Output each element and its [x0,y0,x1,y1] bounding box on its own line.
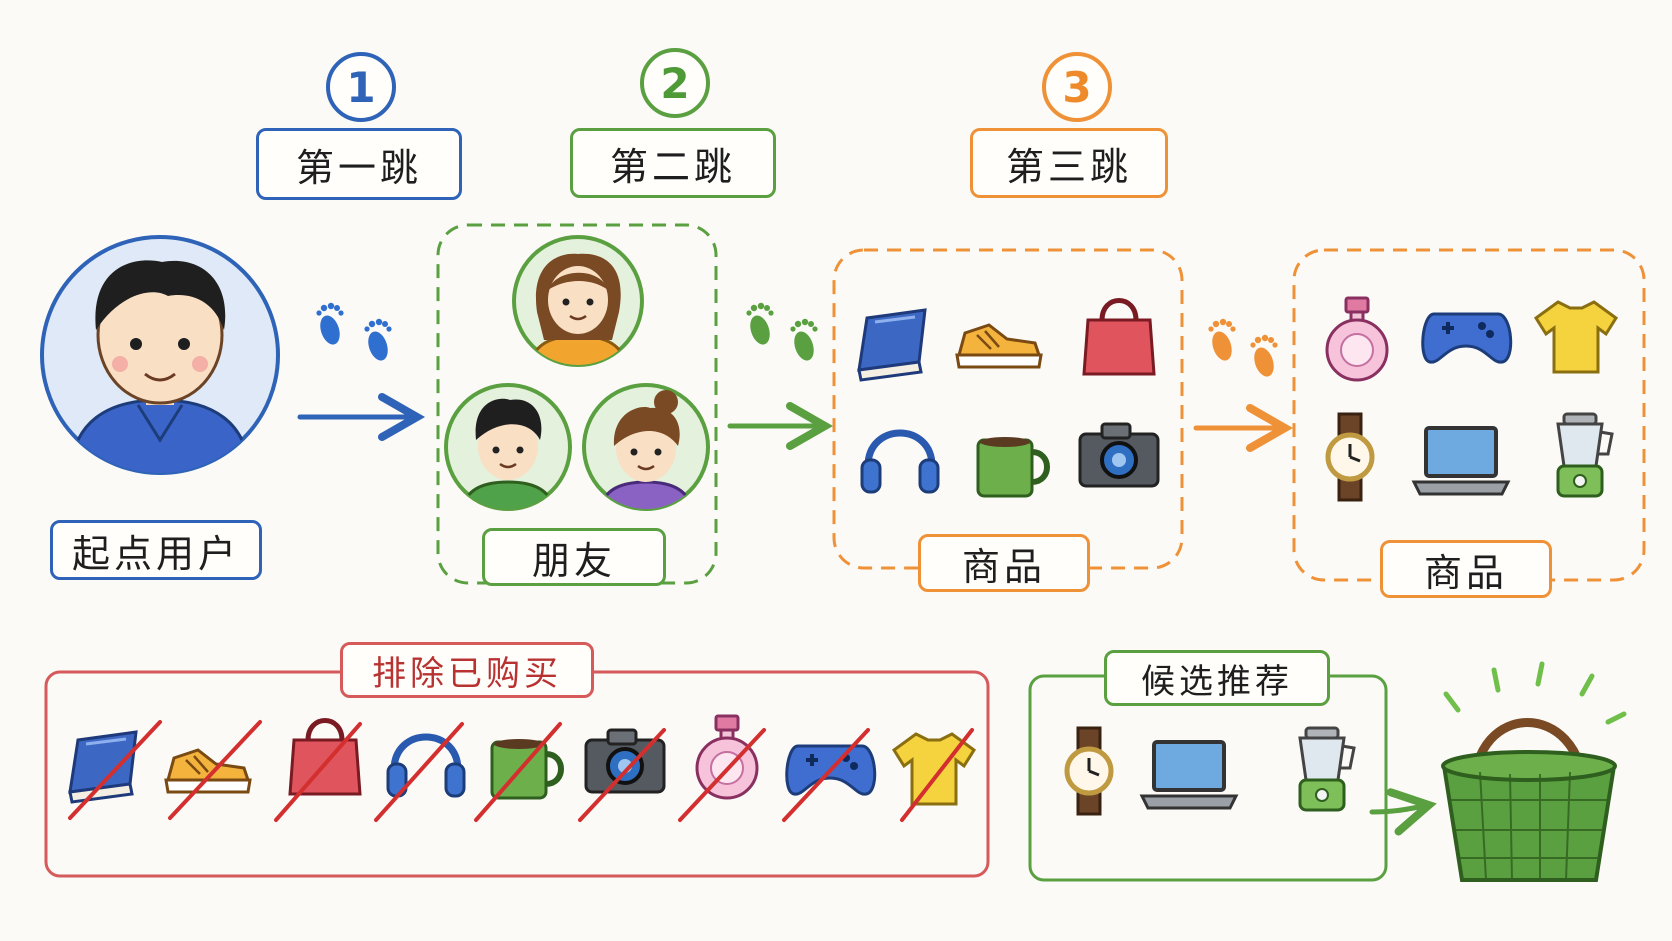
start-user-avatar [40,235,280,475]
step-3-label: 第三跳 [970,128,1168,198]
candidate-recommend-label: 候选推荐 [1104,650,1330,706]
footprints-icon [746,302,818,364]
handbag-icon [1084,301,1154,375]
blender-icon [1298,726,1356,812]
laptop-icon [1140,740,1238,810]
camera-icon [1078,422,1160,488]
headphones-icon [862,433,938,492]
shopping-basket-icon [1441,661,1627,882]
sneaker-icon [955,323,1043,369]
laptop-icon [1412,426,1510,496]
blender-icon [1556,412,1614,498]
gamepad-icon [1420,312,1513,365]
perfume-icon [1325,296,1389,382]
start-user-label: 起点用户 [50,520,262,580]
tshirt-icon [1534,300,1618,374]
step-3-number: 3 [1042,52,1112,122]
mug-icon [978,437,1047,496]
friend-avatar-1 [512,235,644,367]
step-1-number: 1 [326,52,396,122]
footprints-icon [316,302,392,364]
friend-avatar-3 [582,383,710,511]
book-icon [857,308,927,382]
items-container-a [832,248,1184,570]
step-1-label: 第一跳 [256,128,462,200]
arrow-to-basket [1369,788,1437,836]
exclude-purchased-label: 排除已购买 [340,642,594,698]
step-2-label: 第二跳 [570,128,776,198]
items-a-label: 商品 [918,534,1090,592]
items-b-label: 商品 [1380,540,1552,598]
footprints-icon [1208,318,1278,380]
items-container-b [1292,248,1646,582]
friend-avatar-2 [444,383,572,511]
friends-label: 朋友 [482,528,666,586]
watch-icon [1067,728,1111,814]
strike-marks [68,720,974,822]
step-2-number: 2 [640,48,710,118]
watch-icon [1328,414,1372,500]
